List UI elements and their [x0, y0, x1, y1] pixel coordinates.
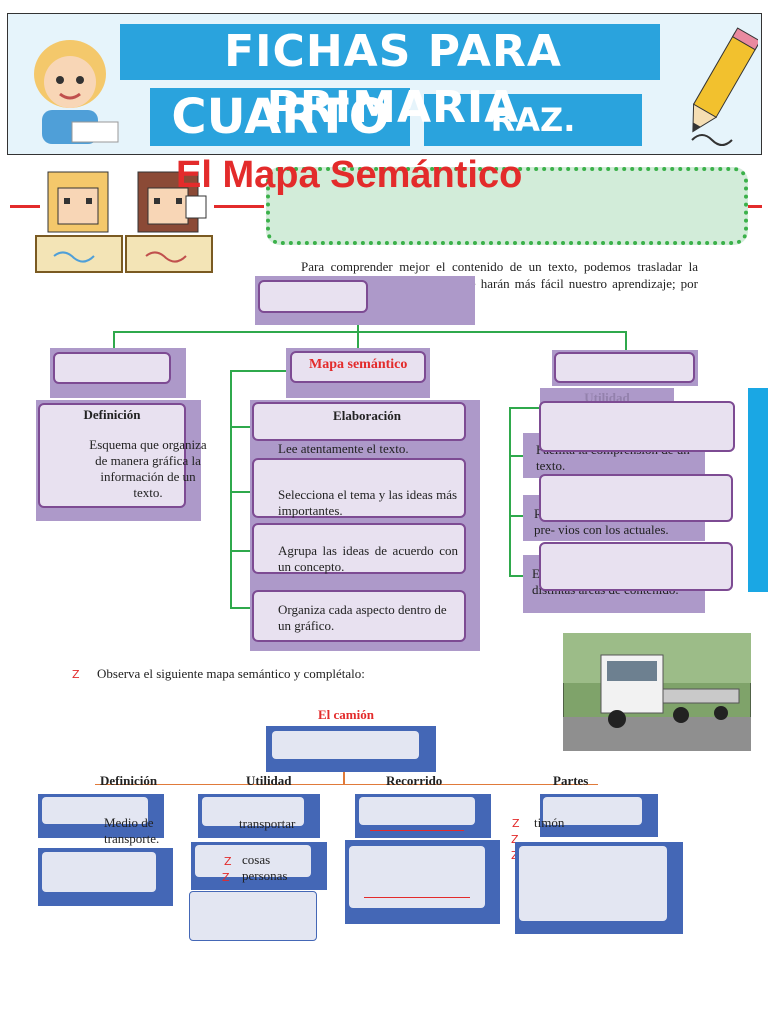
center-label-box — [290, 351, 426, 383]
elaboracion-step-box — [252, 458, 466, 518]
utilidad-answer-box — [539, 401, 735, 452]
instruction-text: Observa el siguiente mapa semántico y co… — [97, 666, 365, 681]
bullet-icon: Z — [511, 849, 519, 862]
map2-branch-label: Utilidad — [246, 773, 292, 788]
map2-utilidad-item: personas — [242, 868, 288, 883]
bullet-icon: Z — [72, 668, 80, 681]
definicion-heading: Definición — [83, 407, 141, 422]
banner-strip — [150, 88, 410, 146]
map2-answer-box — [349, 846, 485, 908]
title-rule — [746, 205, 762, 208]
map-connector — [113, 331, 626, 333]
map2-answer-box — [195, 845, 311, 877]
branch-label-box — [554, 352, 695, 383]
utilidad-answer-box — [539, 474, 733, 522]
map2-connector — [343, 772, 345, 784]
map2-answer-box — [519, 846, 667, 921]
map-connector — [625, 331, 627, 350]
elaboracion-step: Lee atentamente el texto. — [278, 441, 409, 456]
map-connector — [230, 370, 232, 608]
map2-partes-item: timón — [534, 815, 565, 830]
child-mascot-icon — [34, 40, 119, 144]
answer-line — [364, 897, 470, 898]
map-connector — [509, 575, 523, 577]
definicion-text: Esquema que organiza de manera gráfica l… — [89, 437, 207, 500]
map-connector — [230, 550, 252, 552]
map2-root-box — [272, 731, 419, 759]
definicion-box — [38, 403, 186, 508]
map-connector — [230, 426, 252, 428]
map-connector — [230, 607, 252, 609]
map-connector — [357, 325, 359, 349]
branch-label-box — [53, 352, 171, 384]
title-rule — [10, 205, 40, 208]
bullet-icon: Z — [222, 871, 230, 884]
map-root-label — [258, 280, 368, 313]
map2-answer-box — [543, 797, 642, 825]
pencil-icon — [691, 27, 758, 146]
map-connector — [230, 491, 252, 493]
center-label: Mapa semántico — [309, 357, 408, 372]
bullet-icon: Z — [511, 833, 519, 846]
banner-subject: RAZ. VERBAL — [463, 101, 604, 191]
map2-utilidad-item: cosas — [242, 852, 271, 867]
banner-grade: CUARTO — [171, 89, 390, 145]
map2-answer-box — [42, 797, 148, 824]
elaboracion-step-box — [252, 590, 466, 642]
map-connector — [509, 515, 523, 517]
map2-branch-label: Partes — [553, 773, 589, 788]
page-title: El Mapa Semántico — [176, 154, 523, 196]
map2-connector — [95, 784, 598, 785]
utilidad-answer-box — [539, 542, 733, 591]
elaboracion-heading-box — [252, 402, 466, 441]
bullet-icon: Z — [224, 855, 232, 868]
side-tab — [748, 388, 768, 592]
map2-answer-box[interactable] — [189, 891, 317, 941]
map2-branch-label: Definición — [100, 773, 158, 788]
map-connector — [230, 370, 286, 372]
map-connector — [509, 407, 539, 409]
map-connector — [509, 455, 523, 457]
speech-bubble — [266, 167, 748, 245]
map2-utilidad-text: transportar — [239, 816, 296, 831]
map2-branch-label: Recorrido — [386, 773, 443, 788]
map2-answer-box — [42, 852, 156, 892]
elaboracion-step: Selecciona el tema y las ideas más impor… — [278, 487, 458, 518]
elaboracion-step-box — [252, 523, 466, 574]
banner-title: FICHAS PARA PRIMARIA — [224, 26, 562, 133]
map-connector — [509, 407, 511, 577]
title-rule — [214, 205, 264, 208]
banner-strip — [120, 24, 660, 80]
map2-answer-box — [359, 797, 475, 825]
elaboracion-heading: Elaboración — [333, 408, 401, 423]
bullet-icon: Z — [512, 817, 520, 830]
truck-photo — [563, 633, 751, 751]
elaboracion-step: Organiza cada aspecto dentro de un gráfi… — [278, 602, 447, 633]
answer-line — [370, 830, 464, 831]
map2-answer-box — [202, 797, 304, 826]
banner-strip — [424, 94, 642, 146]
map-connector — [113, 331, 115, 350]
children-drawing-icon — [35, 171, 213, 273]
elaboracion-step: Agrupa las ideas de acuerdo con un conce… — [278, 543, 458, 574]
map2-title: El camión — [318, 707, 374, 722]
map2-definicion-text: Medio de transporte. — [104, 815, 160, 846]
